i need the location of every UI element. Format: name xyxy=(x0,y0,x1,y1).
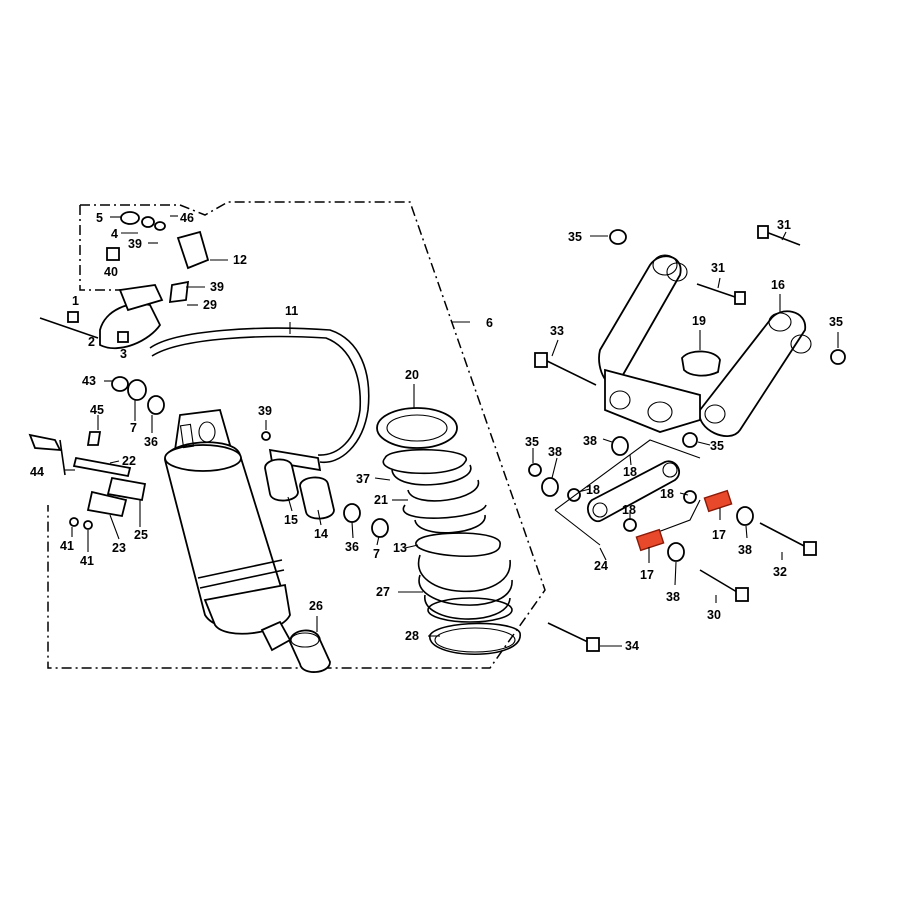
callout-label: 35 xyxy=(710,439,724,453)
callout-label: 38 xyxy=(738,543,752,557)
callout-label: 1 xyxy=(72,294,79,308)
callout-labels: 5 46 4 39 12 40 39 29 1 2 3 11 6 43 7 36… xyxy=(30,211,843,653)
callout-label: 40 xyxy=(104,265,118,279)
callout-label: 21 xyxy=(374,493,388,507)
leader-lines xyxy=(65,215,839,647)
callout-label: 18 xyxy=(623,465,637,479)
callout-label: 18 xyxy=(622,503,636,517)
callout-label: 12 xyxy=(233,253,247,267)
callout-label: 25 xyxy=(134,528,148,542)
callout-label: 32 xyxy=(773,565,787,579)
callout-label: 39 xyxy=(128,237,142,251)
callout-label: 4 xyxy=(111,227,118,241)
callout-label: 35 xyxy=(568,230,582,244)
callout-label: 38 xyxy=(583,434,597,448)
callout-label: 7 xyxy=(130,421,137,435)
callout-label: 38 xyxy=(548,445,562,459)
callout-label: 27 xyxy=(376,585,390,599)
bushing-17-lower xyxy=(635,528,665,552)
linkage-arms xyxy=(598,254,812,437)
shock-absorber xyxy=(164,409,292,652)
assembly-outline xyxy=(47,201,546,669)
callout-label: 26 xyxy=(309,599,323,613)
callout-label: 16 xyxy=(771,278,785,292)
callout-label: 17 xyxy=(640,568,654,582)
callout-label: 30 xyxy=(707,608,721,622)
callout-label: 36 xyxy=(144,435,158,449)
collar-26 xyxy=(289,629,331,673)
callout-label: 7 xyxy=(373,547,380,561)
callout-label: 14 xyxy=(314,527,328,541)
callout-label: 37 xyxy=(356,472,370,486)
callout-label: 34 xyxy=(625,639,639,653)
callout-label: 44 xyxy=(30,465,44,479)
hose-11 xyxy=(149,327,370,464)
callout-label: 45 xyxy=(90,403,104,417)
callout-label: 33 xyxy=(550,324,564,338)
center-small-parts xyxy=(261,431,389,538)
callout-label: 29 xyxy=(203,298,217,312)
callout-label: 19 xyxy=(692,314,706,328)
callout-label: 11 xyxy=(285,304,298,318)
callout-label: 28 xyxy=(405,629,419,643)
callout-label: 23 xyxy=(112,541,126,555)
spring-assembly xyxy=(376,407,521,655)
callout-label: 22 xyxy=(122,454,136,468)
callout-label: 35 xyxy=(829,315,843,329)
right-nuts-washers xyxy=(528,229,846,562)
callout-label: 2 xyxy=(88,335,95,349)
callout-label: 38 xyxy=(666,590,680,604)
callout-label: 39 xyxy=(258,404,272,418)
callout-label: 35 xyxy=(525,435,539,449)
tie-rod-24 xyxy=(587,460,680,523)
callout-label: 17 xyxy=(712,528,726,542)
bolts xyxy=(534,225,817,652)
callout-label: 36 xyxy=(345,540,359,554)
callout-label: 31 xyxy=(711,261,725,275)
callout-label: 24 xyxy=(594,559,608,573)
highlighted-bushings-17 xyxy=(635,489,733,552)
callout-label: 43 xyxy=(82,374,96,388)
callout-label: 13 xyxy=(393,541,407,555)
callout-label: 41 xyxy=(60,539,74,553)
callout-label: 18 xyxy=(586,483,600,497)
callout-label: 6 xyxy=(486,316,493,330)
callout-label: 41 xyxy=(80,554,94,568)
callout-label: 46 xyxy=(180,211,194,225)
callout-label: 31 xyxy=(777,218,791,232)
reservoir-valve-assembly xyxy=(39,211,210,350)
callout-label: 18 xyxy=(660,487,674,501)
callout-label: 15 xyxy=(284,513,298,527)
callout-label: 39 xyxy=(210,280,224,294)
callout-label: 20 xyxy=(405,368,419,382)
callout-label: 5 xyxy=(96,211,103,225)
callout-label: 3 xyxy=(120,347,127,361)
bushing-17-upper xyxy=(703,489,733,513)
left-small-parts xyxy=(28,376,165,530)
